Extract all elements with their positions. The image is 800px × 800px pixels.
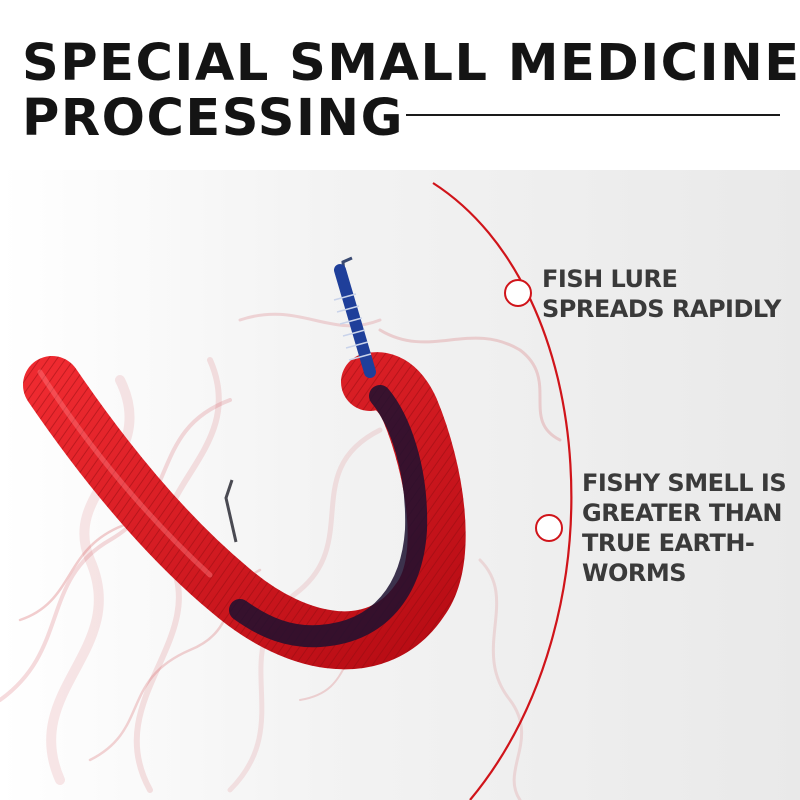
feature-line: WORMS xyxy=(582,559,687,587)
callout-circle-icon xyxy=(504,279,532,307)
decorative-arc xyxy=(432,182,573,800)
title-line-1: SPECIAL SMALL MEDICINE xyxy=(22,34,800,93)
feature-fishy-smell: FISHY SMELL IS GREATER THAN TRUE EARTH- … xyxy=(582,468,787,588)
title-line-2: PROCESSING xyxy=(22,89,404,148)
feature-fish-lure-spreads: FISH LURE SPREADS RAPIDLY xyxy=(542,264,781,324)
feature-line: FISH LURE xyxy=(542,265,678,293)
product-scene: FISH LURE SPREADS RAPIDLY FISHY SMELL IS… xyxy=(0,170,800,800)
callout-circle-icon xyxy=(535,514,563,542)
soft-worm-lure-image xyxy=(23,256,466,670)
feature-line: SPREADS RAPIDLY xyxy=(542,295,781,323)
feature-line: FISHY SMELL IS xyxy=(582,469,787,497)
header: SPECIAL SMALL MEDICINE PROCESSING xyxy=(0,0,800,170)
title-underline xyxy=(406,114,780,116)
scene-illustration xyxy=(0,182,573,800)
feature-line: GREATER THAN xyxy=(582,499,783,527)
feature-line: TRUE EARTH- xyxy=(582,529,755,557)
